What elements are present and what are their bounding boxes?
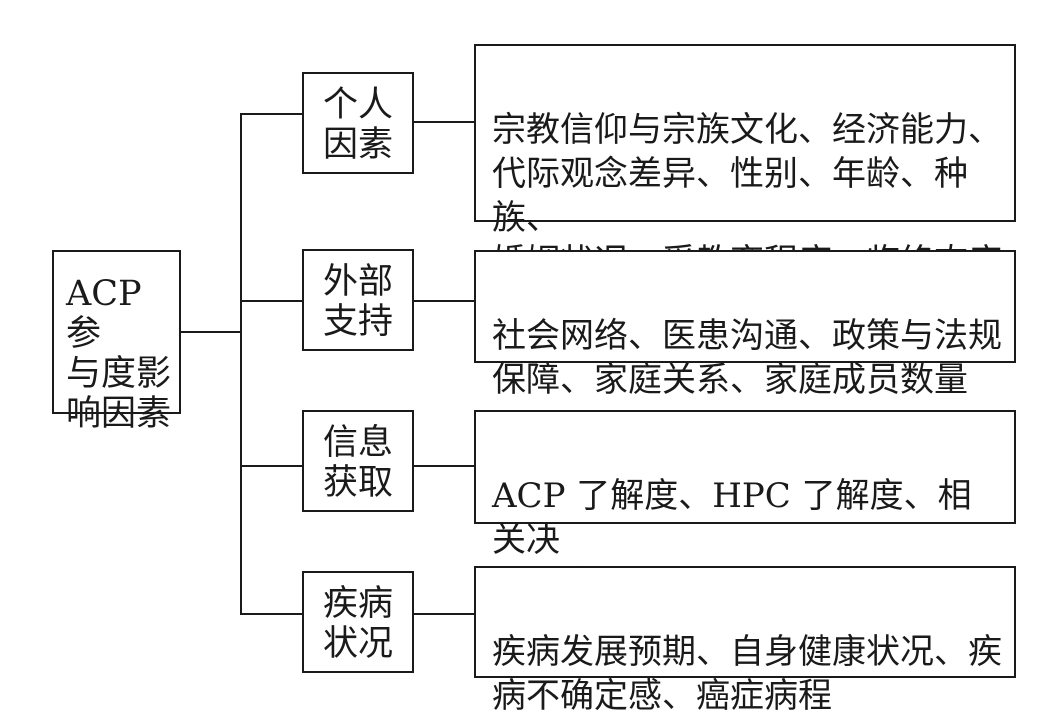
detail-connector-1 — [414, 121, 475, 123]
root-label: ACP 参 与度影 响因素 — [66, 274, 172, 434]
branch-connector-2 — [240, 300, 303, 302]
factor-node-disease: 疾病 状况 — [302, 571, 414, 673]
factor-node-personal: 个人 因素 — [302, 72, 414, 174]
factor-label: 个人 因素 — [322, 85, 393, 165]
detail-node-information: ACP 了解度、HPC 了解度、相关决 策经验、代理决策者 – 患者沟通 — [474, 410, 1016, 604]
branch-connector-1 — [240, 113, 303, 115]
trunk-line — [240, 114, 242, 614]
detail-node-external: 社会网络、医患沟通、政策与法规 保障、家庭关系、家庭成员数量 — [474, 250, 1016, 400]
factor-label: 疾病 状况 — [322, 584, 393, 664]
factor-label: 外部 支持 — [322, 262, 393, 342]
root-connector — [181, 331, 242, 333]
factor-node-information: 信息 获取 — [302, 410, 414, 512]
detail-node-personal: 宗教信仰与宗族文化、经济能力、 代际观念差异、性别、年龄、种族、 婚姻状况、受教… — [474, 44, 1016, 282]
detail-connector-3 — [414, 465, 475, 467]
detail-node-disease: 疾病发展预期、自身健康状况、疾 病不确定感、癌症病程 — [474, 566, 1016, 716]
detail-text: 疾病发展预期、自身健康状况、疾 病不确定感、癌症病程 — [492, 632, 1002, 716]
factor-node-external: 外部 支持 — [302, 249, 414, 351]
detail-connector-4 — [414, 613, 475, 615]
branch-connector-4 — [240, 613, 303, 615]
branch-connector-3 — [240, 465, 303, 467]
detail-text: 社会网络、医患沟通、政策与法规 保障、家庭关系、家庭成员数量 — [492, 316, 1002, 400]
root-node: ACP 参 与度影 响因素 — [52, 250, 181, 434]
factor-label: 信息 获取 — [322, 423, 393, 503]
detail-connector-2 — [414, 300, 475, 302]
